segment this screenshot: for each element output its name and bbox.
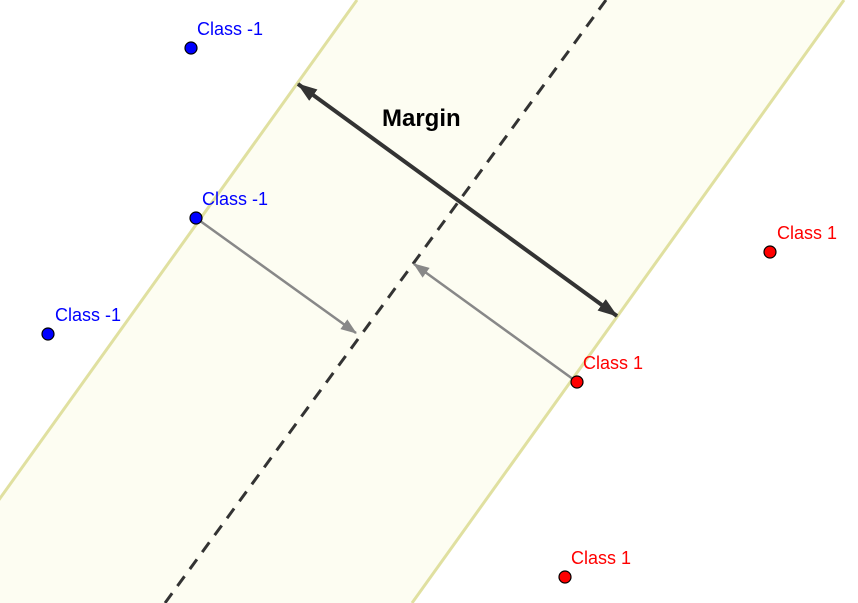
point-label: Class 1	[777, 223, 837, 243]
point-marker	[184, 41, 198, 55]
point-class-neg-1: Class -1	[184, 19, 263, 55]
point-label: Class -1	[55, 305, 121, 325]
point-class-neg-2-support-vector: Class -1	[189, 189, 268, 225]
point-class-pos-3: Class 1	[558, 548, 631, 584]
support-line-positive	[410, 0, 846, 603]
point-class-neg-3: Class -1	[41, 305, 121, 341]
distance-arrow-negative	[195, 216, 357, 335]
point-marker	[763, 245, 777, 259]
point-marker	[570, 375, 584, 389]
point-label: Class 1	[583, 353, 643, 373]
margin-arrow	[296, 82, 619, 318]
margin-label: Margin	[382, 105, 461, 132]
point-label: Class -1	[202, 189, 268, 209]
distance-arrow-positive	[413, 262, 578, 384]
point-label: Class -1	[197, 19, 263, 39]
point-marker	[189, 211, 203, 225]
point-label: Class 1	[571, 548, 631, 568]
point-marker	[41, 327, 55, 341]
support-line-negative	[0, 0, 359, 501]
point-marker	[558, 570, 572, 584]
point-class-pos-1: Class 1	[763, 223, 837, 259]
point-class-pos-2-support-vector: Class 1	[570, 353, 643, 389]
